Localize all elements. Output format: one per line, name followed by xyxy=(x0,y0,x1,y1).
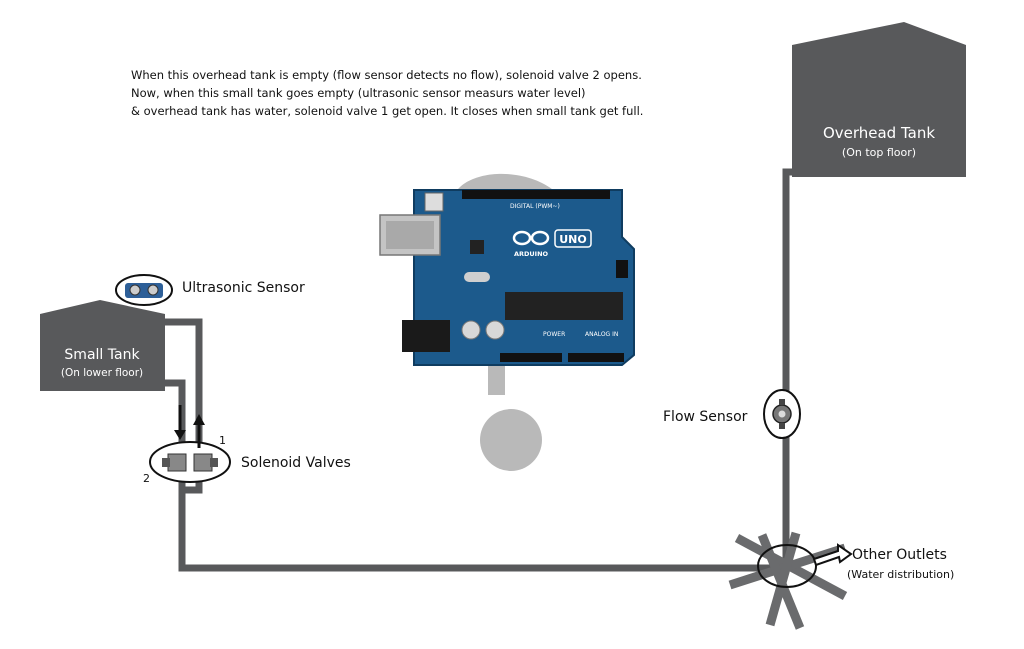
outlets-title: Other Outlets xyxy=(852,547,947,563)
arduino-brand: ARDUINO xyxy=(514,250,549,258)
dc-jack xyxy=(402,320,450,352)
solenoid-valves-icon xyxy=(149,441,231,483)
arduino-model: UNO xyxy=(559,233,587,246)
digital-header xyxy=(462,190,610,199)
small-tank-title: Small Tank xyxy=(64,347,140,363)
watermark-dot xyxy=(480,409,542,471)
digital-header-label: DIGITAL (PWM~) xyxy=(510,203,560,210)
overhead-tank-title: Overhead Tank xyxy=(823,124,935,142)
analog-header-label: ANALOG IN xyxy=(585,331,618,338)
overhead-tank-subtitle: (On top floor) xyxy=(842,146,916,159)
pipe-small-tank-return xyxy=(165,318,203,494)
description-line-3: & overhead tank has water, solenoid valv… xyxy=(131,104,644,118)
description-line-1: When this overhead tank is empty (flow s… xyxy=(131,68,642,82)
valve-2-label: 2 xyxy=(143,472,150,485)
description-line-2: Now, when this small tank goes empty (ul… xyxy=(131,86,586,100)
junction-rays xyxy=(728,531,848,630)
flow-sensor-label: Flow Sensor xyxy=(663,409,748,425)
ultrasonic-sensor-label: Ultrasonic Sensor xyxy=(182,280,305,296)
solenoid-valves-label: Solenoid Valves xyxy=(241,455,351,471)
atmega-chip xyxy=(505,292,623,320)
system-description: When this overhead tank is empty (flow s… xyxy=(131,66,643,120)
power-header-label: POWER xyxy=(543,331,565,338)
arduino-logo-icon xyxy=(512,230,550,246)
small-tank-subtitle: (On lower floor) xyxy=(61,367,143,379)
outlet-arrow-icon xyxy=(812,543,853,567)
analog-header xyxy=(568,353,624,362)
outlets-subtitle: (Water distribution) xyxy=(847,568,954,581)
arduino-board: DIGITAL (PWM~) POWER ANALOG IN UNO xyxy=(379,189,635,366)
ultrasonic-sensor-icon xyxy=(115,274,173,306)
valve-1-label: 1 xyxy=(219,434,226,447)
flow-arrows-icon xyxy=(174,405,205,448)
reset-button xyxy=(424,192,444,212)
flow-sensor-icon xyxy=(763,389,801,439)
overhead-tank: Overhead Tank (On top floor) xyxy=(792,22,966,177)
power-header xyxy=(500,353,562,362)
pipe-overhead-riser xyxy=(782,168,794,568)
uno-badge xyxy=(554,229,592,248)
small-tank: Small Tank (On lower floor) xyxy=(40,300,165,391)
